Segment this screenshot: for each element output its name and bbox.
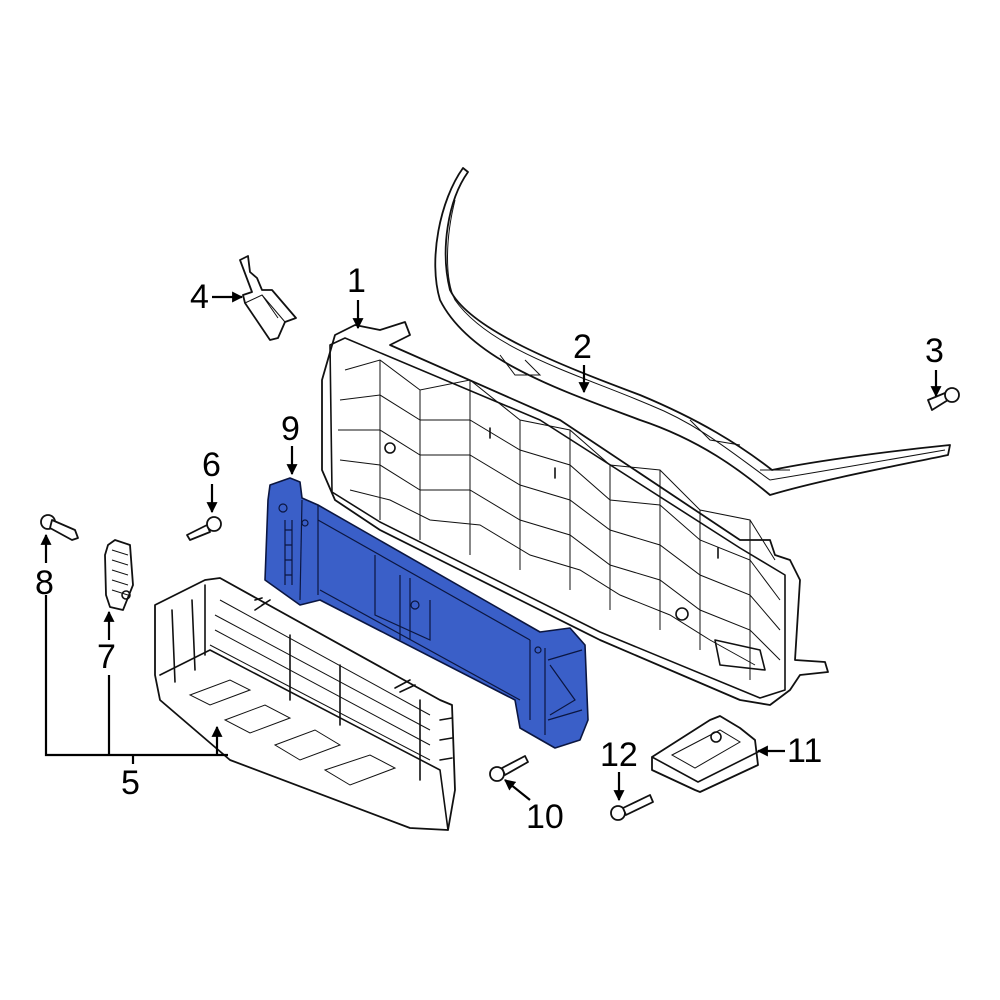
part-11-sensor-bracket[interactable] — [651, 715, 759, 793]
callout-label-3: 3 — [925, 332, 944, 370]
part-12-screw[interactable] — [610, 794, 654, 821]
callout-label-1: 1 — [347, 262, 366, 300]
part-9-support-bracket[interactable] — [264, 477, 589, 749]
callout-label-8: 8 — [35, 564, 54, 602]
part-10-screw[interactable] — [489, 755, 529, 782]
callout-label-7: 7 — [97, 638, 116, 676]
callout-label-12: 12 — [600, 736, 638, 774]
part-3-screw[interactable] — [927, 387, 960, 411]
part-6-screw[interactable] — [186, 516, 222, 541]
part-4-bracket-clip[interactable] — [239, 255, 297, 341]
callout-label-5: 5 — [121, 764, 140, 802]
callout-label-11: 11 — [787, 732, 823, 770]
callout-lines — [40, 291, 942, 802]
callout-label-9: 9 — [281, 410, 300, 448]
callout-label-10: 10 — [526, 798, 564, 836]
part-8-bolt[interactable] — [40, 514, 79, 541]
callout-label-6: 6 — [202, 446, 221, 484]
part-5-air-shutter[interactable] — [154, 577, 456, 831]
callout-label-2: 2 — [573, 328, 592, 366]
part-7-actuator[interactable] — [104, 539, 134, 611]
part-1-grille[interactable] — [321, 321, 829, 706]
callout-label-4: 4 — [190, 278, 209, 316]
part-2-upper-molding[interactable] — [434, 167, 951, 496]
